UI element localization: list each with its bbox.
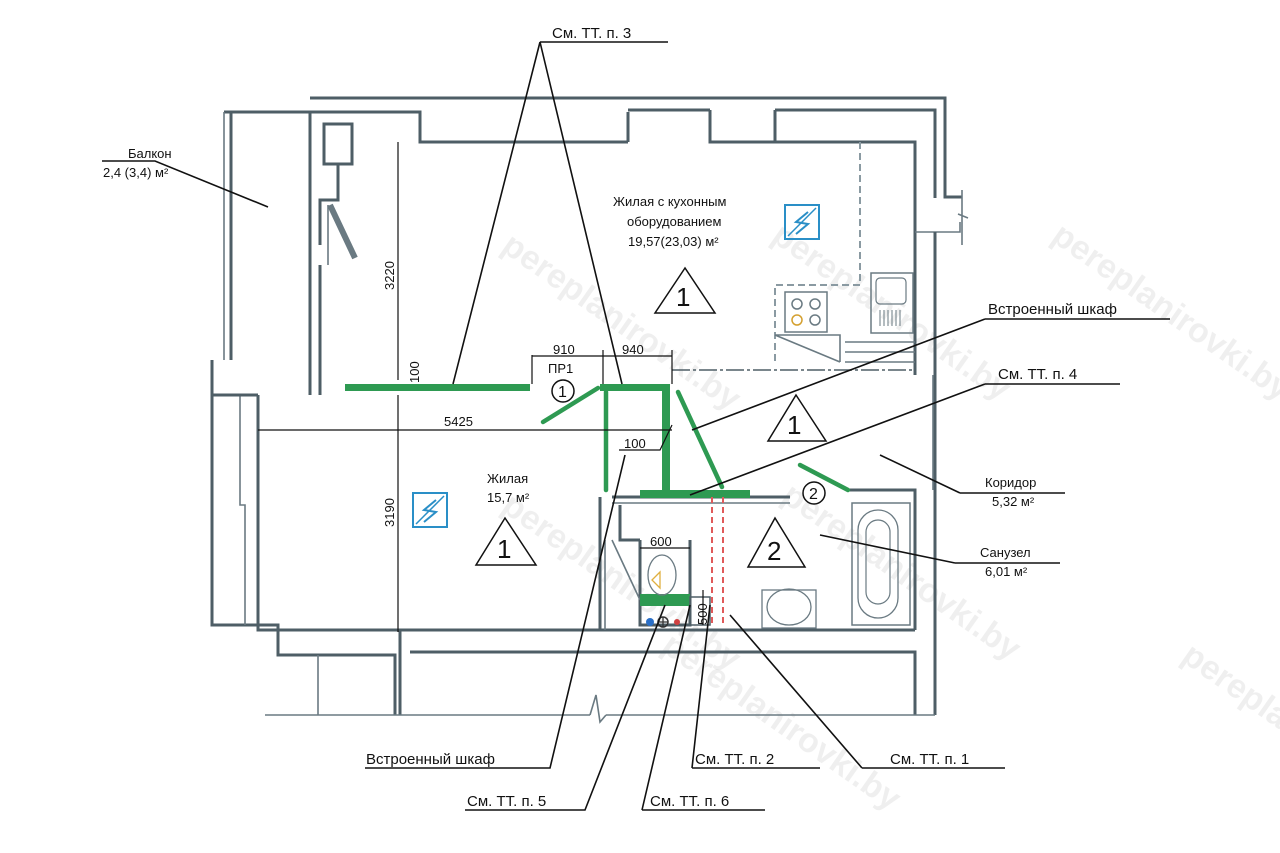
demolish-lines — [711, 497, 724, 625]
door-marker-1 — [551, 379, 575, 403]
washbasin-icon — [761, 588, 817, 629]
dimension-lines — [258, 142, 704, 632]
stove-icon — [784, 291, 828, 333]
watermark: pereplanirovki.by — [1175, 635, 1280, 828]
room-markers: 1 1 1 2 — [474, 266, 828, 568]
dimension-500: 500 — [695, 603, 710, 625]
electric-panel-icon — [784, 204, 820, 240]
toilet-icon — [647, 554, 677, 596]
dimension-100-wall: 100 — [624, 436, 646, 451]
door-marker-2-number: 2 — [809, 486, 818, 503]
balcony-walls — [210, 110, 320, 657]
triangle-marker — [746, 516, 807, 568]
opening-pr1-label: ПР1 — [548, 361, 573, 376]
callout-tt3: См. ТТ. п. 3 — [552, 25, 631, 42]
dimension-600: 600 — [650, 534, 672, 549]
room-living-name: Жилая — [487, 471, 528, 486]
room-balcony-name: Балкон — [128, 146, 172, 161]
door-marker-2 — [802, 481, 826, 505]
watermark: pereplanirovki.by — [655, 625, 907, 818]
leader-lines — [102, 41, 1170, 811]
fixtures — [646, 272, 914, 629]
dimension-5425: 5425 — [444, 414, 473, 429]
dimension-910: 910 — [553, 342, 575, 357]
room-bathroom-area: 6,01 м² — [985, 564, 1028, 579]
sink-icon — [870, 272, 914, 334]
dimension-940: 940 — [622, 342, 644, 357]
triangle-marker-number: 1 — [497, 534, 511, 564]
room-corridor-name: Коридор — [985, 475, 1036, 490]
pipe-riser-icons — [646, 616, 680, 628]
new-partitions — [345, 384, 851, 606]
electric-panel-icon — [412, 492, 448, 528]
dimension-100-top: 100 — [407, 361, 422, 383]
callout-tt6: См. ТТ. п. 6 — [650, 793, 729, 810]
room-kitchen-name-2: оборудованием — [627, 214, 722, 229]
door-marker-1-number: 1 — [558, 384, 567, 401]
room-balcony-area: 2,4 (3,4) м² — [103, 165, 169, 180]
exterior-walls — [212, 96, 969, 724]
room-corridor-area: 5,32 м² — [992, 494, 1035, 509]
triangle-marker-number: 2 — [767, 536, 781, 566]
callout-tt2: См. ТТ. п. 2 — [695, 751, 774, 768]
room-bathroom-name: Санузел — [980, 545, 1031, 560]
room-living-area: 15,7 м² — [487, 490, 530, 505]
callout-wardrobe-bottom: Встроенный шкаф — [366, 751, 495, 768]
triangle-marker — [653, 266, 717, 314]
triangle-marker — [766, 393, 828, 442]
callout-wardrobe-top: Встроенный шкаф — [988, 301, 1117, 318]
callout-tt4: См. ТТ. п. 4 — [998, 366, 1077, 383]
dimension-3220: 3220 — [382, 261, 397, 290]
callout-tt1: См. ТТ. п. 1 — [890, 751, 969, 768]
callout-tt5: См. ТТ. п. 5 — [467, 793, 546, 810]
triangle-marker — [474, 516, 538, 566]
room-kitchen-name-1: Жилая с кухонным — [613, 194, 726, 209]
triangle-marker-number: 1 — [676, 282, 690, 312]
room-kitchen-area: 19,57(23,03) м² — [628, 234, 719, 249]
triangle-marker-number: 1 — [787, 410, 801, 440]
bathtub-icon — [851, 502, 911, 626]
dimension-3190: 3190 — [382, 498, 397, 527]
